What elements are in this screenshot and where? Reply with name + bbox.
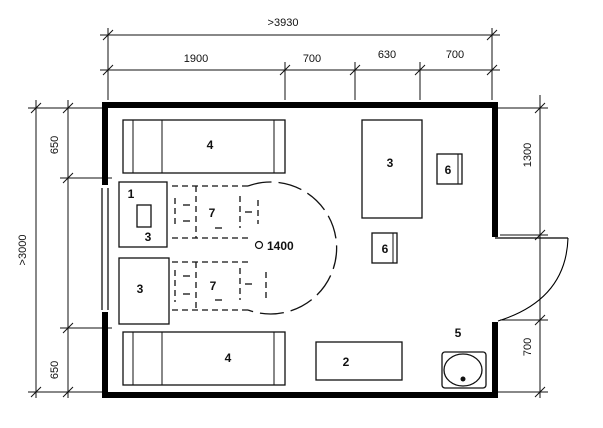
dim-top-segment-1: 1900 bbox=[184, 53, 208, 65]
dim-left-total: >3000 bbox=[17, 235, 29, 266]
chair-top-legs bbox=[183, 204, 252, 229]
desk-left-top-item-label: 1 bbox=[128, 187, 135, 201]
dim-right-bottom: 700 bbox=[522, 338, 534, 356]
desk-left-top bbox=[118, 181, 168, 248]
dim-left-bottom: 650 bbox=[49, 361, 61, 379]
right-dimension-chain bbox=[495, 95, 548, 398]
desk-left-top-label: 3 bbox=[145, 230, 152, 244]
left-dimension-chain bbox=[28, 100, 112, 398]
stool-center-label: 6 bbox=[382, 242, 389, 256]
turning-circle-label: 1400 bbox=[267, 239, 294, 253]
top-dimension-chain bbox=[100, 28, 500, 100]
dim-right-top: 1300 bbox=[522, 143, 534, 167]
stool-right bbox=[436, 153, 463, 185]
desk-right-label: 3 bbox=[387, 156, 394, 170]
cabinet-label: 2 bbox=[343, 355, 350, 369]
desk-left-bottom bbox=[118, 257, 170, 325]
dim-left-top: 650 bbox=[49, 136, 61, 154]
dim-top-segment-2: 700 bbox=[303, 53, 321, 65]
bed-top-label: 4 bbox=[207, 138, 214, 152]
bed-bottom bbox=[122, 331, 286, 386]
desk-right bbox=[361, 119, 423, 219]
room-walls bbox=[101, 102, 498, 398]
chair-bottom bbox=[172, 261, 267, 311]
stool-center bbox=[371, 232, 398, 264]
dim-top-segment-4: 700 bbox=[446, 49, 464, 61]
chair-bottom-legs bbox=[183, 275, 252, 301]
dim-top-segment-3: 630 bbox=[378, 49, 396, 61]
cabinet bbox=[315, 341, 403, 381]
turning-circle bbox=[247, 181, 338, 315]
chair-top-label: 7 bbox=[209, 206, 216, 220]
dim-top-total: >3930 bbox=[268, 17, 299, 29]
turning-circle-center bbox=[254, 240, 264, 250]
bed-bottom-label: 4 bbox=[225, 351, 232, 365]
bed-top bbox=[122, 119, 286, 174]
washbasin-label: 5 bbox=[455, 326, 462, 340]
washbasin bbox=[441, 351, 487, 389]
chair-bottom-label: 7 bbox=[210, 279, 217, 293]
desk-left-bottom-label: 3 bbox=[137, 282, 144, 296]
stool-right-label: 6 bbox=[445, 163, 452, 177]
entrance-door bbox=[495, 237, 569, 322]
chair-top bbox=[172, 185, 259, 239]
